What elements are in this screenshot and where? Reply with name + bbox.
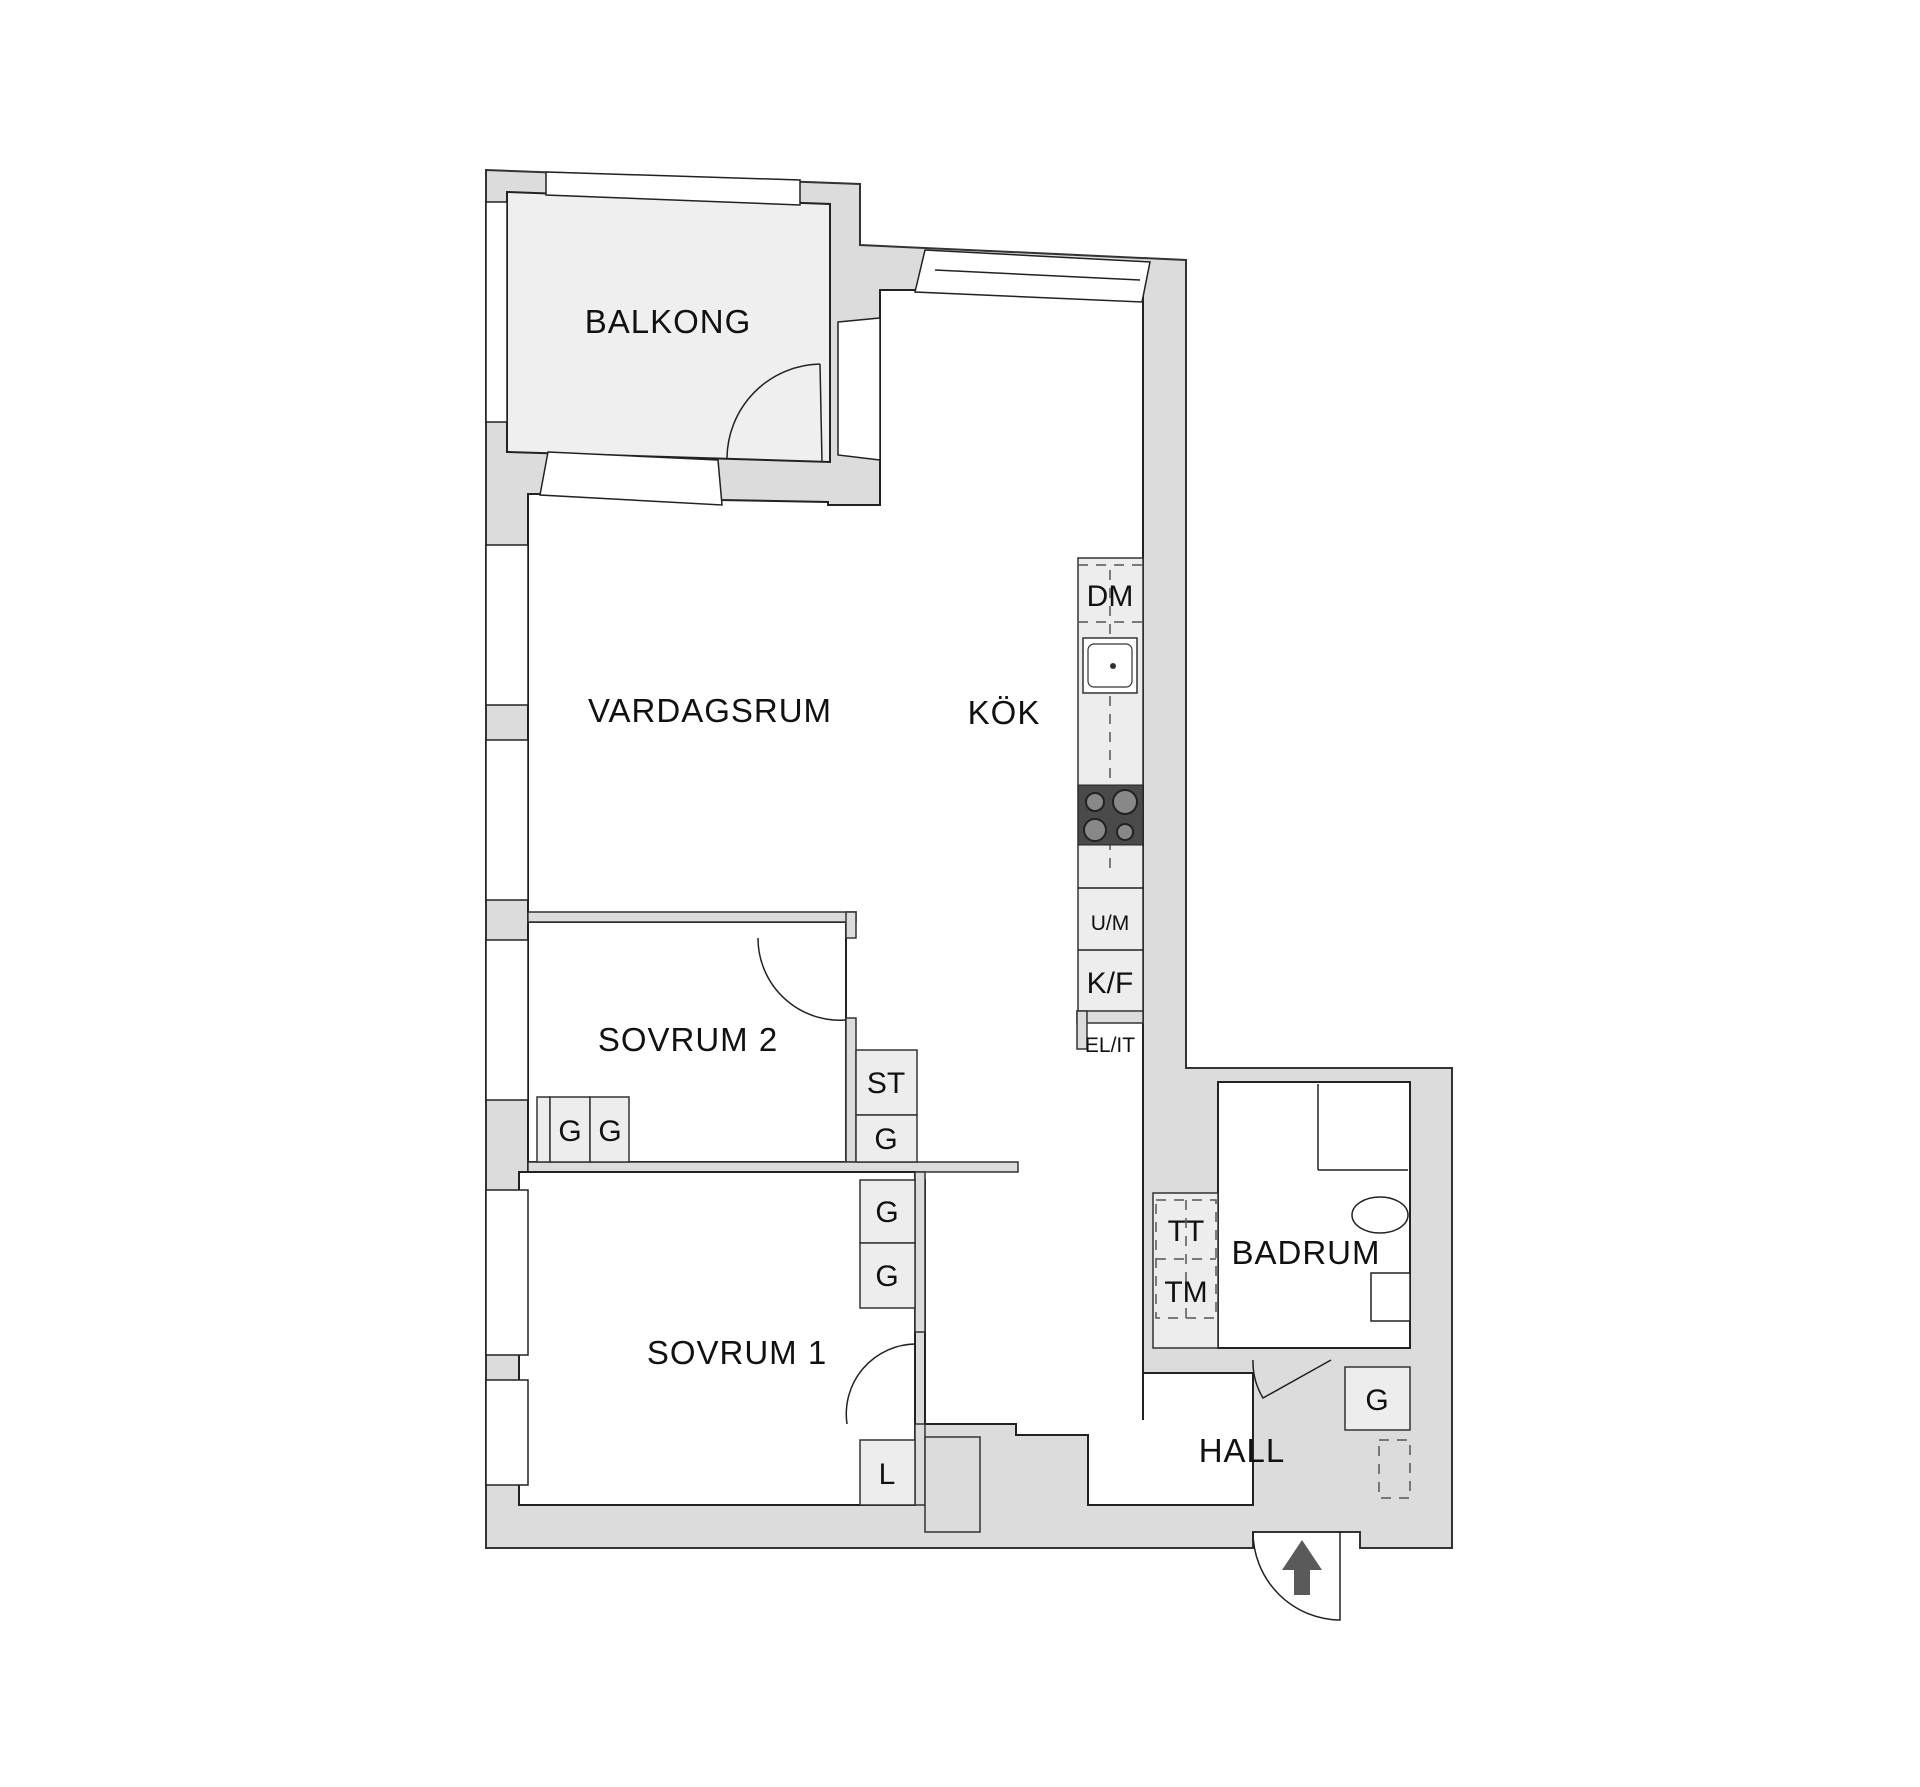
balcony xyxy=(485,171,831,464)
label-kf: K/F xyxy=(1087,967,1134,1000)
cleaning-closet xyxy=(855,1049,918,1116)
label-tm: TM xyxy=(1164,1276,1207,1309)
label-hall: HALL xyxy=(1199,1432,1286,1469)
washbasin-icon xyxy=(1370,1272,1411,1322)
window-balcony-side xyxy=(837,317,881,461)
toilet-icon xyxy=(1351,1196,1409,1234)
label-sovrum-1: SOVRUM 1 xyxy=(647,1334,827,1371)
label-l: L xyxy=(879,1458,896,1491)
kitchen-counter xyxy=(1076,557,1144,1050)
label-elit: EL/IT xyxy=(1085,1034,1135,1057)
window-living-2 xyxy=(485,739,529,901)
room-badrum xyxy=(1152,1081,1411,1400)
label-g-s1b: G xyxy=(875,1260,898,1293)
arrow-up-icon xyxy=(1282,1540,1322,1595)
wardrobe-s2-b xyxy=(589,1096,630,1163)
wardrobe-s1-b xyxy=(859,1242,916,1309)
wardrobe-hall-mid xyxy=(855,1114,918,1163)
window-sovrum1-1 xyxy=(485,1189,529,1356)
room-sovrum-1 xyxy=(485,1171,926,1506)
window-kitchen-top xyxy=(914,249,1151,303)
label-tt: TT xyxy=(1168,1215,1205,1248)
label-sovrum-2: SOVRUM 2 xyxy=(598,1021,778,1058)
label-g-s2b: G xyxy=(598,1115,621,1148)
label-vardagsrum: VARDAGSRUM xyxy=(588,692,832,729)
label-g-mid: G xyxy=(874,1123,897,1156)
window-sovrum2 xyxy=(485,939,529,1101)
label-g-hall: G xyxy=(1365,1384,1388,1417)
label-dm: DM xyxy=(1087,580,1134,613)
room-sovrum-2 xyxy=(485,911,1019,1173)
label-um: U/M xyxy=(1091,912,1130,935)
label-balkong: BALKONG xyxy=(585,303,752,340)
label-g-s2a: G xyxy=(558,1115,581,1148)
window-sovrum1-2 xyxy=(485,1379,529,1486)
wardrobe-hall xyxy=(1344,1366,1411,1431)
wardrobe-s2-a xyxy=(549,1096,591,1163)
window-balcony-bottom xyxy=(539,451,723,506)
window-living-1 xyxy=(485,544,529,706)
label-kok: KÖK xyxy=(968,694,1041,731)
linen-closet xyxy=(859,1439,916,1506)
label-badrum: BADRUM xyxy=(1231,1234,1380,1271)
label-st: ST xyxy=(867,1067,905,1100)
label-g-s1a: G xyxy=(875,1196,898,1229)
entrance-door[interactable] xyxy=(1252,1531,1341,1621)
